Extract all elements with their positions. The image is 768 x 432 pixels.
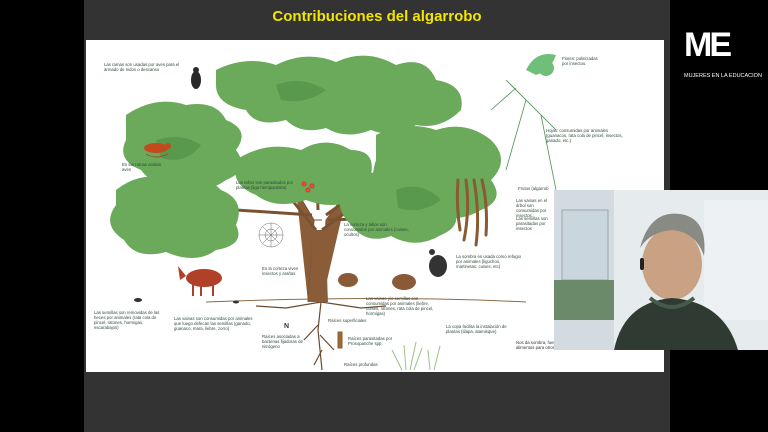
annotation-raices: Raíces asociadas a bacterias fijadoras d… [262, 334, 303, 349]
annotation-nitrogeno: N [284, 323, 290, 330]
perched-bird-icon [191, 67, 201, 89]
annotation-sombra-bottom: Nos da sombra, fuerte, leña, carbón y al… [516, 340, 588, 350]
algarrobo-illustration: Las ramas son usadas por aves para el ar… [86, 40, 664, 372]
annotation-tallos: Los tallos son parasitados por plantas (… [236, 180, 294, 190]
spider-web-drawing [258, 222, 284, 248]
plant-icon [337, 331, 343, 349]
insect-icon [134, 298, 239, 304]
slide-title: Contribuciones del algarrobo [272, 8, 482, 25]
tree-drawing [110, 54, 557, 371]
annotation-frutos: Frutos (algarrob [518, 186, 549, 191]
brand-logo: ME MUJERES EN LA EDUCACION [684, 26, 762, 86]
webcam-scene [554, 190, 768, 350]
leaf-branch-drawing [490, 79, 557, 191]
annotation-ramas: Las ramas son usadas por aves para el ar… [104, 62, 180, 72]
annotation-vainas: Las vainas en el árbol son consumidas po… [516, 198, 548, 218]
annotation-vainas-suelo: Las vainas son consumidas por animales q… [174, 316, 253, 331]
annotation-flores: Flores: polinizadas por insectos. [562, 56, 598, 66]
webcam-video-feed[interactable] [554, 190, 768, 350]
annotation-corteza: La corteza y tallos son consumidos por a… [344, 222, 409, 237]
grass-drawing [391, 341, 441, 371]
annotation-cavidad: En la corteza viven insectos y arañas [262, 266, 299, 276]
mistletoe-drawing [301, 181, 315, 193]
tree-canopy [110, 55, 501, 259]
annotation-semillas-suelo: Las semillas son removidas de las heces … [94, 310, 160, 330]
annotation-raices-sup: Raíces superficiales [328, 318, 367, 323]
roots-drawing [255, 301, 387, 371]
annotation-raices-prof: Raíces profundas [344, 362, 378, 367]
rodent-icon [338, 273, 416, 290]
annotation-hojas: Hojas: consumidas por animales (guanacos… [546, 128, 623, 143]
annotation-parasitada: Raíces parasitadas por Prosopanche spp. [348, 336, 393, 346]
annotation-semillas-arbol: Las semillas son parasitadas por insecto… [516, 216, 548, 231]
mara-animal-icon [178, 266, 222, 296]
brand-subtitle: MUJERES EN LA EDUCACION [684, 73, 762, 79]
annotation-copa: La copa facilita la instalación de plant… [446, 324, 507, 334]
annotation-vainas-semillas: Las vainas y/o semillas son consumidas p… [366, 296, 434, 316]
brand-mark: ME [684, 26, 732, 64]
guinea-fowl-icon [429, 249, 447, 277]
annotation-sombra-refugio: La sombra es usada como refugio por anim… [456, 254, 521, 269]
nest-bird-icon [144, 143, 171, 158]
seed-pods-drawing [455, 178, 488, 247]
annotation-nido: En las ramas anidan aves [122, 162, 162, 172]
